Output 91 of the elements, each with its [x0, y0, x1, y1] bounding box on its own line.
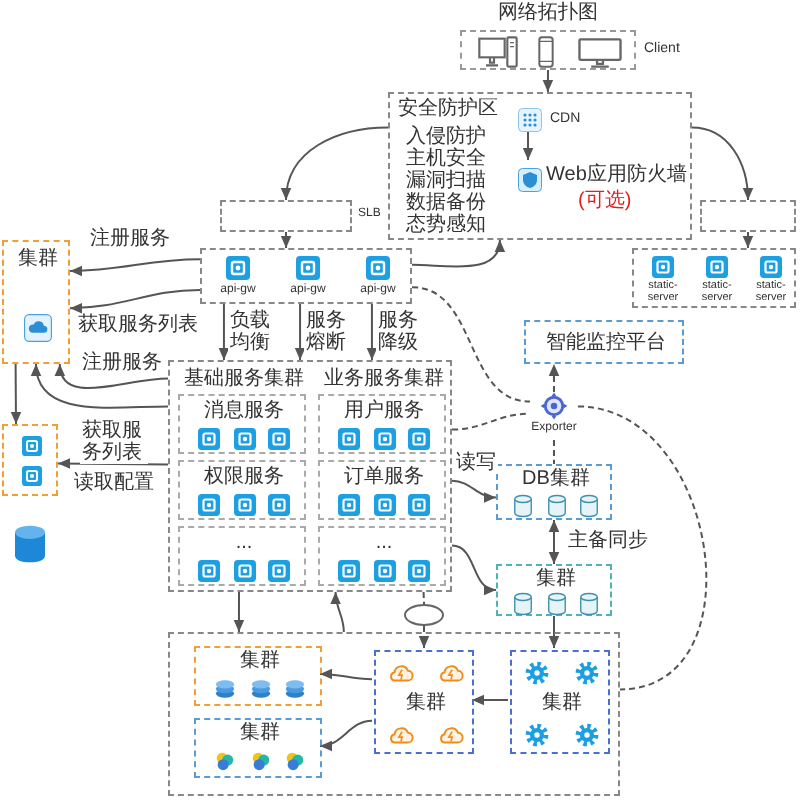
oval-shape: [404, 604, 444, 626]
dashed-group-box: [194, 718, 322, 778]
dashed-group-box: [496, 464, 612, 520]
dashed-line: [422, 591, 425, 605]
edge-label: 服务降级: [376, 310, 420, 354]
dashed-group-box: [524, 320, 684, 364]
dashed-group-box: [496, 564, 612, 616]
arrow: [451, 479, 497, 502]
edge-label: 注册服务: [88, 228, 172, 250]
list-item: 数据备份: [406, 192, 486, 214]
arrow: [548, 519, 560, 565]
dashed-group-box: [632, 248, 796, 308]
arrow: [218, 303, 230, 361]
dashed-group-box: [200, 248, 412, 304]
arrow: [319, 719, 373, 751]
list-item: 主机安全: [406, 148, 486, 170]
edge-label: 负载均衡: [228, 310, 272, 354]
dashed-group-box: [374, 650, 474, 754]
node-title: 用户服务: [344, 400, 424, 423]
list-item: 入侵防护: [406, 126, 486, 148]
edge-label: 主备同步: [566, 530, 650, 552]
node-title: 集群: [536, 568, 576, 591]
edge-label: 获取服务列表: [80, 420, 148, 464]
arrow: [411, 239, 504, 268]
node-title: 集群: [18, 248, 58, 271]
arrow: [233, 591, 245, 633]
dashed-group-box: [178, 460, 306, 520]
dashed-group-box: [178, 526, 306, 586]
dashed-group-box: [194, 646, 322, 706]
column-heading: 基础服务集群: [184, 368, 304, 391]
dashed-group-box: [2, 240, 70, 364]
arrow: [542, 69, 554, 93]
dashed-group-box: [388, 92, 692, 240]
arrow: [548, 615, 560, 649]
arrow: [294, 303, 306, 361]
node-title: ...: [235, 532, 253, 555]
arrow: [32, 363, 169, 409]
dashed-line: [411, 286, 531, 403]
dashed-line: [451, 412, 531, 431]
node-title: 订单服务: [344, 466, 424, 489]
dashed-group-box: [178, 394, 306, 454]
column-heading: 业务服务集群: [324, 368, 444, 391]
edge-label: 读写: [454, 452, 498, 474]
arrow: [69, 258, 201, 277]
edge-label: 服务熔断: [304, 310, 348, 354]
node-title: 集群: [240, 722, 280, 745]
arrow: [471, 694, 509, 706]
dashed-arrow: [548, 363, 560, 393]
arrow: [319, 669, 373, 681]
edge-label: 读取配置: [72, 472, 156, 494]
list-item: 态势感知: [406, 214, 486, 237]
arrow: [57, 458, 169, 469]
arrow: [56, 363, 169, 390]
node-title: 权限服务: [204, 466, 284, 489]
icon-label: Web应用防火墙: [546, 164, 687, 187]
edge-label: 注册服务: [80, 352, 164, 374]
diagram-title: 网络拓扑图: [498, 2, 598, 25]
dashed-group-box: [460, 30, 636, 70]
node-title: 集群: [240, 650, 280, 673]
dashed-box: [220, 200, 352, 232]
note-text: (可选): [578, 190, 632, 213]
dashed-group-box: [318, 460, 446, 520]
dashed-group-box: [168, 360, 452, 592]
arrow: [691, 126, 753, 201]
dashed-group-box: [318, 394, 446, 454]
arrow: [366, 303, 378, 361]
node-title: 智能监控平台: [546, 332, 666, 355]
node-title: DB集群: [522, 468, 590, 491]
dashed-group-box: [510, 650, 610, 754]
node-title: ...: [375, 532, 393, 555]
dashed-group-box: [318, 526, 446, 586]
node-title: 集群: [542, 692, 582, 715]
node-title: 集群: [406, 692, 446, 715]
arrow: [451, 544, 497, 594]
list-item: 漏洞扫描: [406, 170, 486, 192]
dashed-box: [168, 632, 620, 796]
dashed-line: [577, 405, 708, 691]
arrow: [742, 231, 754, 249]
dashed-box: [700, 200, 796, 232]
dashed-group-box: [2, 424, 58, 496]
arrow: [280, 231, 292, 249]
zone-title: 安全防护区: [398, 98, 498, 121]
dashed-arrow: [418, 625, 430, 649]
edge-label: 获取服务列表: [76, 314, 200, 336]
node-title: 消息服务: [204, 400, 284, 423]
arrow: [330, 591, 345, 633]
arrow: [281, 126, 389, 201]
arrow: [69, 289, 201, 314]
dashed-line: [553, 439, 555, 465]
arrow: [10, 363, 22, 425]
arrow: [522, 131, 534, 161]
